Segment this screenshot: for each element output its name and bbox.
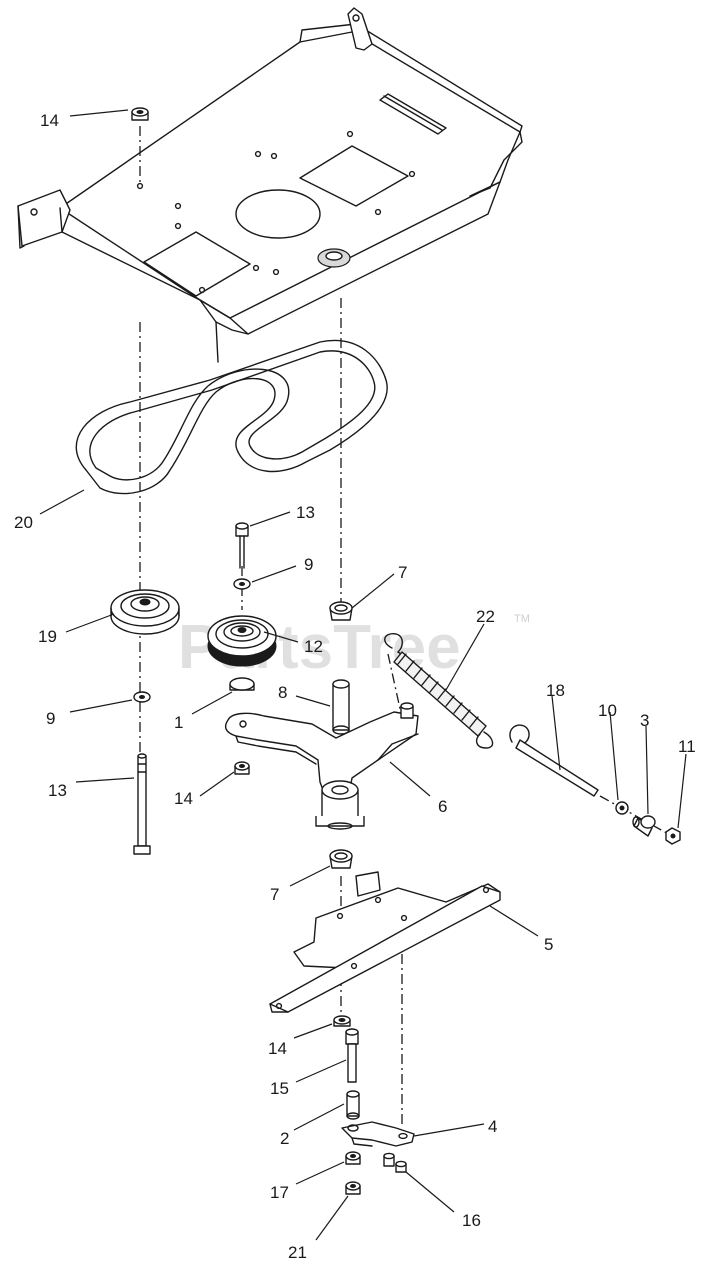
callout-1: 1 xyxy=(174,713,183,732)
callout-14-top: 14 xyxy=(40,111,59,130)
callout-3: 3 xyxy=(640,711,649,730)
trademark-mark: TM xyxy=(514,613,530,625)
callout-10: 10 xyxy=(598,701,617,720)
callout-17: 17 xyxy=(270,1183,289,1202)
bolt-13-upper xyxy=(235,522,249,569)
idler-pulley-19 xyxy=(110,589,180,635)
callout-9-upper: 9 xyxy=(304,555,313,574)
idler-arm-6 xyxy=(224,702,419,830)
callout-18: 18 xyxy=(546,681,565,700)
eye-rod-18 xyxy=(509,724,599,797)
callout-6: 6 xyxy=(438,797,447,816)
callout-16: 16 xyxy=(462,1211,481,1230)
washer-10 xyxy=(615,801,629,815)
mounting-plate xyxy=(17,7,523,363)
nut-11 xyxy=(665,827,681,845)
washer-9-upper xyxy=(233,578,251,590)
callout-14-lower: 14 xyxy=(268,1039,287,1058)
extension-spring-22 xyxy=(384,633,494,749)
bolt-15 xyxy=(345,1028,359,1083)
callout-5: 5 xyxy=(544,935,553,954)
bushing-7-lower xyxy=(329,849,353,869)
callout-7-lower: 7 xyxy=(270,885,279,904)
callout-2: 2 xyxy=(280,1129,289,1148)
callout-14-mid: 14 xyxy=(174,789,193,808)
spacer-washer-1 xyxy=(229,677,255,691)
callout-8: 8 xyxy=(278,683,287,702)
callout-19: 19 xyxy=(38,627,57,646)
nut-17 xyxy=(345,1151,361,1165)
nut-21 xyxy=(345,1181,361,1195)
drive-belt xyxy=(75,339,388,495)
bushing-7-upper xyxy=(329,601,353,621)
spacer-8 xyxy=(332,679,350,735)
callout-22: 22 xyxy=(476,607,495,626)
bolts-16 xyxy=(383,1152,407,1173)
callout-4: 4 xyxy=(488,1117,497,1136)
callout-13-lower: 13 xyxy=(48,781,67,800)
callout-12: 12 xyxy=(304,637,323,656)
callout-20: 20 xyxy=(14,513,33,532)
callout-13-upper: 13 xyxy=(296,503,315,522)
pivot-plate-4 xyxy=(341,1121,415,1147)
nut-14-top xyxy=(131,107,149,121)
callout-7-upper: 7 xyxy=(398,563,407,582)
washer-9-lower xyxy=(133,691,151,703)
spacer-3 xyxy=(632,815,656,837)
leader-lines xyxy=(39,109,687,1241)
callout-labels: 14 20 13 9 7 22 19 12 8 18 10 3 11 9 1 1… xyxy=(14,111,696,1262)
nut-14-lower xyxy=(333,1015,351,1027)
callout-21: 21 xyxy=(288,1243,307,1262)
mounting-bracket-5 xyxy=(269,871,501,1013)
nut-14-mid xyxy=(234,761,250,775)
callout-11: 11 xyxy=(678,737,696,756)
bolt-13-lower xyxy=(133,753,151,855)
axis-rod-hardware xyxy=(599,795,673,837)
spacer-2 xyxy=(346,1090,360,1120)
callout-15: 15 xyxy=(270,1079,289,1098)
callout-9-lower: 9 xyxy=(46,709,55,728)
idler-pulley-12 xyxy=(207,615,277,667)
